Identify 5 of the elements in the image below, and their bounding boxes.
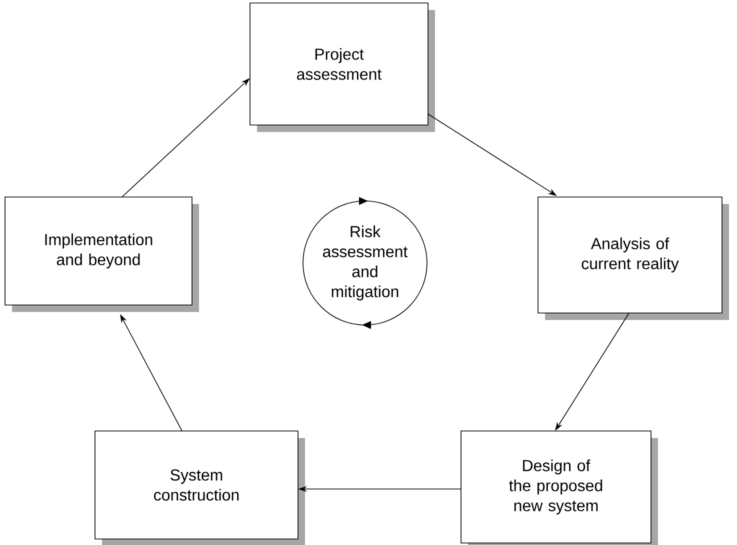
process-box: Analysis of current reality: [538, 196, 729, 320]
process-box: Design of the proposed new system: [460, 430, 658, 545]
process-box: System construction: [94, 430, 305, 545]
process-box: Implementation and beyond: [4, 196, 199, 312]
process-box: Project assessment: [250, 2, 435, 132]
